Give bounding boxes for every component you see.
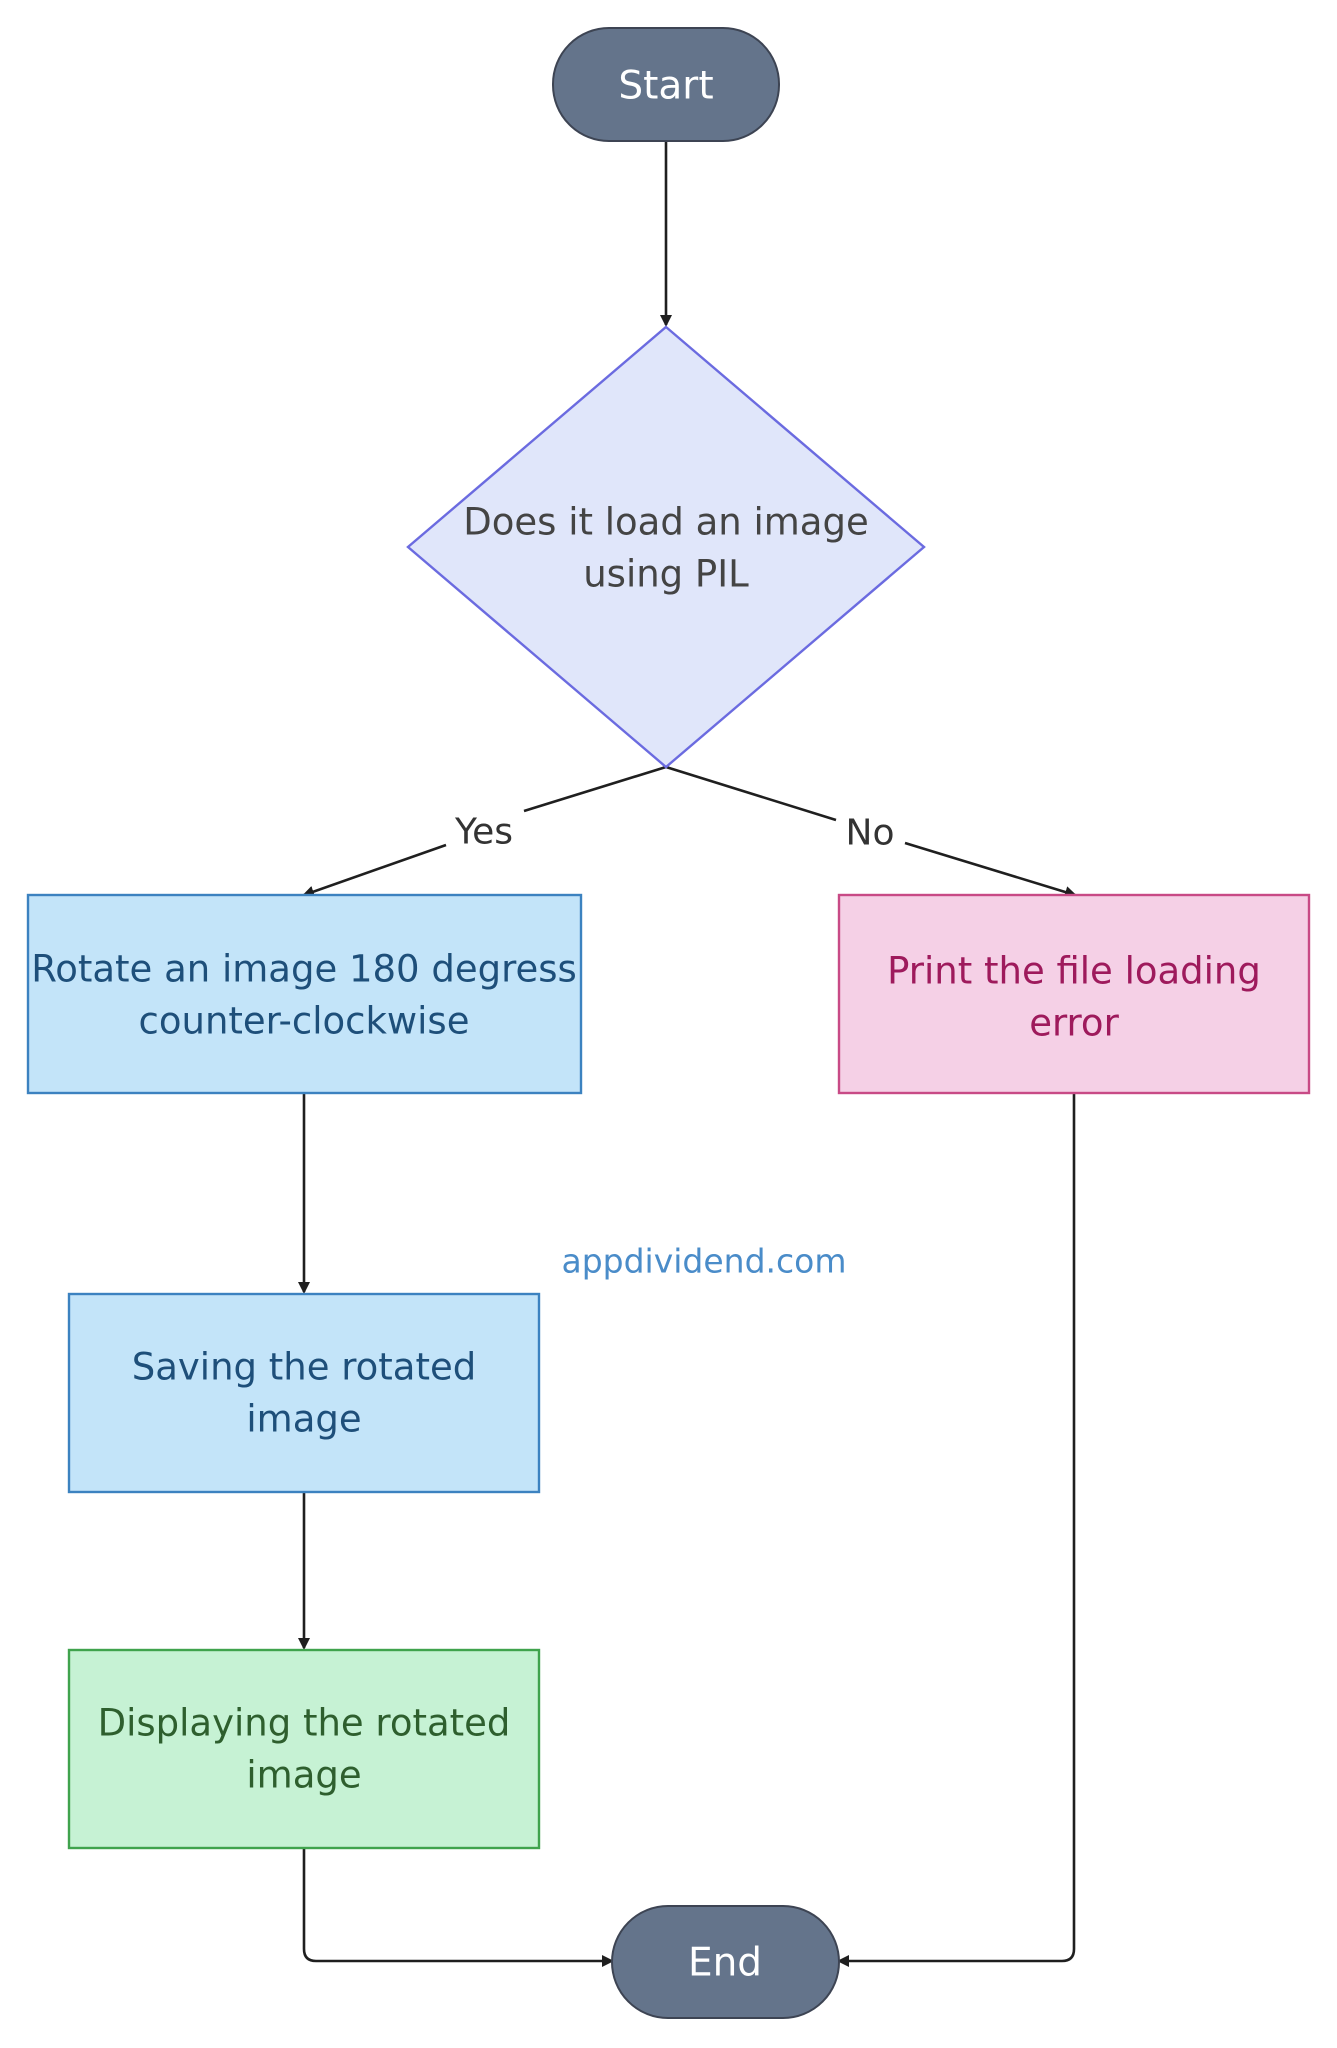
edge-decision-to-error-no: [665, 765, 1075, 895]
edge-error-to-end: [837, 1093, 1076, 1967]
error-node-shape: [837, 893, 1311, 1095]
error-node-label-line-1: Print the file loading: [887, 950, 1261, 993]
error-node-label-line-2: error: [1029, 1002, 1119, 1045]
error-node: Print the file loading error: [837, 893, 1311, 1095]
edge-label-yes: Yes: [454, 812, 513, 853]
rotate-node: Rotate an image 180 degress counter-cloc…: [26, 893, 583, 1095]
display-node: Displaying the rotated image: [67, 1648, 541, 1850]
save-node-label-line-1: Saving the rotated: [132, 1346, 477, 1389]
decision-node-label-line-2: using PIL: [583, 553, 749, 596]
display-node-label-line-1: Displaying the rotated: [98, 1702, 511, 1745]
display-node-label-line-2: image: [246, 1754, 361, 1797]
start-node-shape: [552, 27, 780, 142]
edge-label-no: No: [846, 813, 895, 854]
rotate-node-label-line-1: Rotate an image 180 degress: [31, 948, 577, 991]
start-node-label: Start: [618, 64, 713, 109]
watermark-text: appdividend.com: [561, 1242, 846, 1281]
display-node-shape: [67, 1648, 541, 1850]
end-node: End: [611, 1905, 840, 2019]
edge-display-to-end: [302, 1848, 614, 1967]
decision-node-shape: [406, 325, 926, 769]
end-node-label: End: [688, 1941, 762, 1986]
rotate-node-shape: [26, 893, 583, 1095]
end-node-shape: [611, 1905, 840, 2019]
save-node-shape: [67, 1292, 541, 1494]
decision-node: Does it load an image using PIL: [406, 325, 926, 769]
save-node: Saving the rotated image: [67, 1292, 541, 1494]
start-node: Start: [552, 27, 780, 142]
edge-decision-to-rotate-yes: [304, 765, 667, 895]
rotate-node-label-line-2: counter-clockwise: [139, 1000, 470, 1043]
decision-node-label-line-1: Does it load an image: [463, 501, 868, 544]
save-node-label-line-2: image: [246, 1398, 361, 1441]
